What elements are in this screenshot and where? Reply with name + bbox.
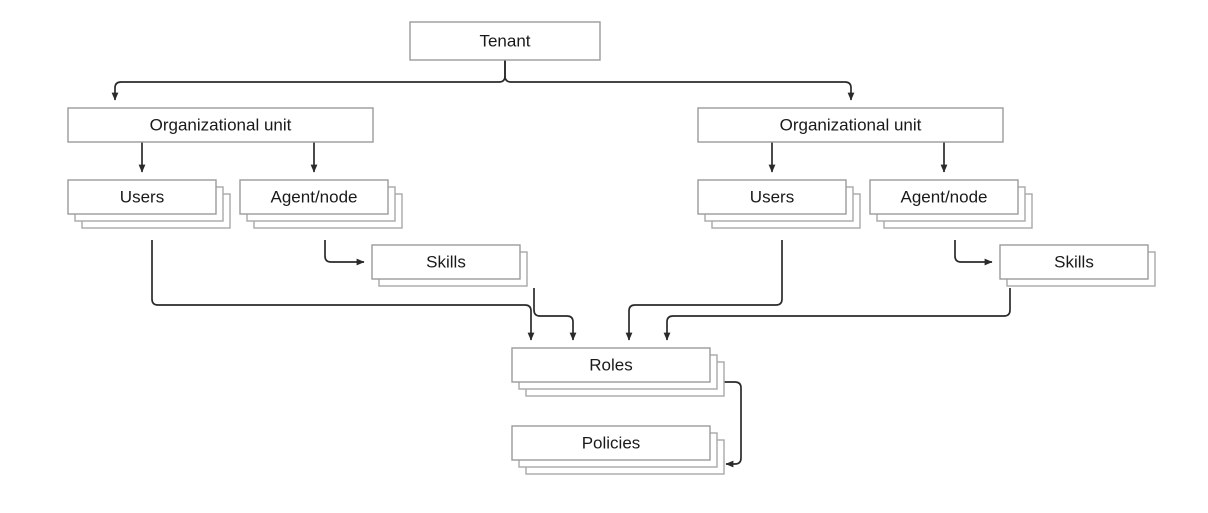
node-ou-right[interactable]: Organizational unit — [697, 107, 1004, 143]
node-skills-right-label: Skills — [1054, 252, 1094, 271]
node-users-right-label: Users — [750, 187, 794, 206]
node-tenant[interactable]: Tenant — [409, 21, 601, 61]
edge-users-left-to-roles — [151, 240, 535, 341]
node-agent-right[interactable]: Agent/node — [869, 179, 1033, 229]
node-ou-right-box[interactable] — [697, 107, 1004, 143]
node-roles-box[interactable] — [511, 347, 711, 383]
edge-tenant-to-ou-right — [504, 60, 855, 101]
node-skills-right-box[interactable] — [999, 244, 1149, 280]
node-agent-left[interactable]: Agent/node — [239, 179, 403, 229]
node-users-right[interactable]: Users — [697, 179, 861, 229]
node-ou-left[interactable]: Organizational unit — [67, 107, 374, 143]
node-users-right-box[interactable] — [697, 179, 847, 215]
node-skills-left[interactable]: Skills — [371, 244, 528, 287]
node-policies-label: Policies — [582, 433, 641, 452]
edge-agent-right-to-skills — [954, 240, 993, 266]
node-skills-right[interactable]: Skills — [999, 244, 1156, 287]
node-users-left-box[interactable] — [67, 179, 217, 215]
node-tenant-box[interactable] — [409, 21, 601, 61]
node-agent-right-label: Agent/node — [901, 187, 988, 206]
node-agent-left-label: Agent/node — [271, 187, 358, 206]
node-agent-left-box[interactable] — [239, 179, 389, 215]
node-skills-left-box[interactable] — [371, 244, 521, 280]
node-users-left-label: Users — [120, 187, 164, 206]
node-ou-right-label: Organizational unit — [780, 115, 922, 134]
node-users-left[interactable]: Users — [67, 179, 231, 229]
node-roles[interactable]: Roles — [511, 347, 725, 397]
node-ou-left-label: Organizational unit — [150, 115, 292, 134]
node-roles-label: Roles — [589, 355, 632, 374]
edge-users-right-to-roles — [625, 240, 783, 341]
node-ou-left-box[interactable] — [67, 107, 374, 143]
node-tenant-label: Tenant — [479, 31, 530, 50]
edge-skills-right-to-roles — [663, 288, 1011, 341]
edge-roles-to-policies — [724, 381, 742, 468]
edge-skills-left-to-roles — [533, 288, 577, 341]
node-policies[interactable]: Policies — [511, 425, 725, 475]
node-skills-left-label: Skills — [426, 252, 466, 271]
node-policies-box[interactable] — [511, 425, 711, 461]
node-agent-right-box[interactable] — [869, 179, 1019, 215]
edge-agent-left-to-skills — [324, 240, 365, 266]
